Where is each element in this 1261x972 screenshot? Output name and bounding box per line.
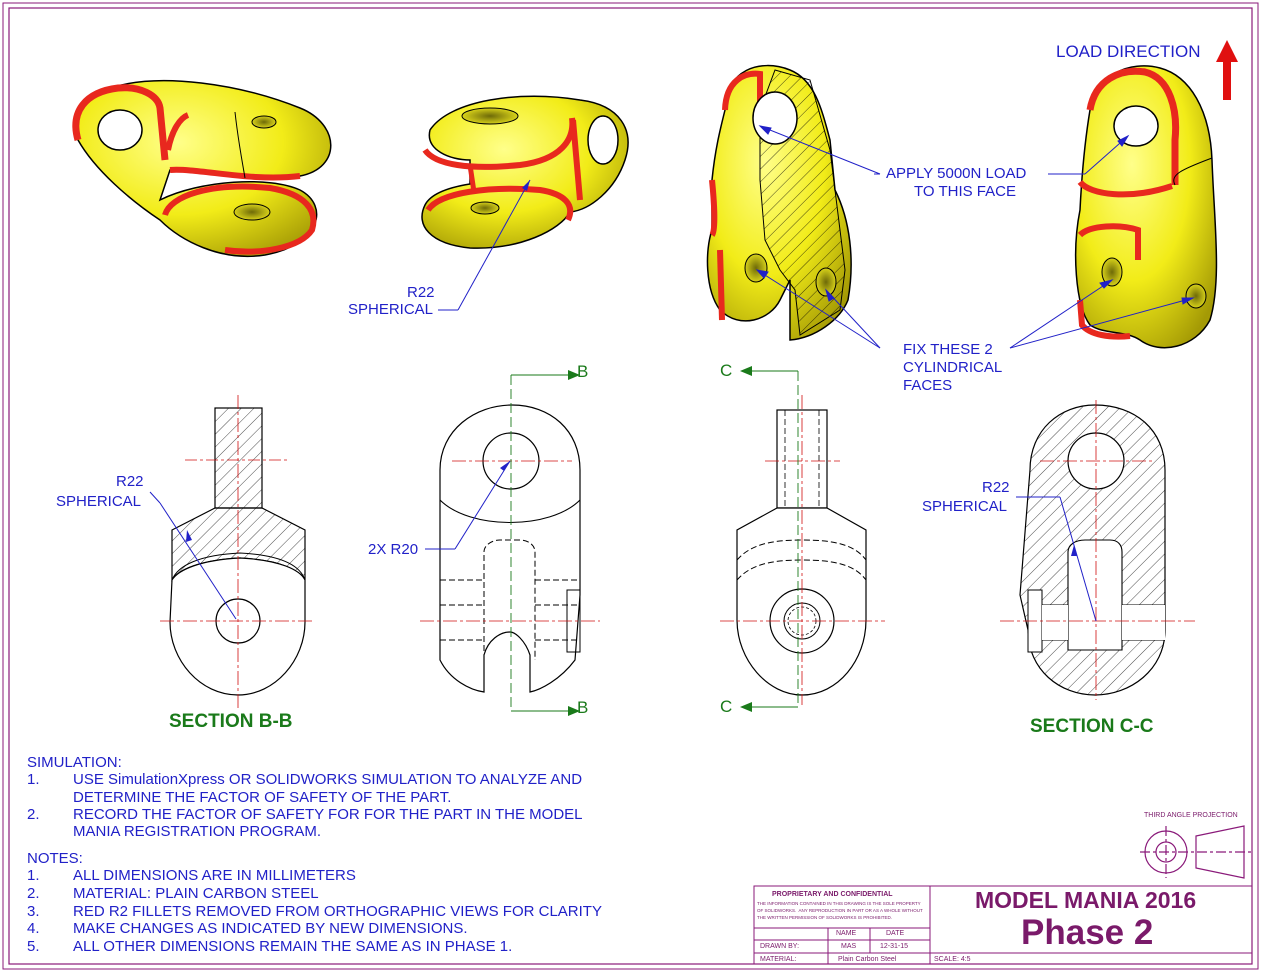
note-4-num: 4. [27,920,40,937]
note-3-text: RED R2 FILLETS REMOVED FROM ORTHOGRAPHIC… [73,903,602,920]
fix-faces-label-line1: FIX THESE 2 [903,341,993,358]
iso-view-4 [1074,65,1218,349]
note-2-num: 2. [27,885,40,902]
name-column-header: NAME [836,930,857,937]
r22-top-label: R22 [407,284,435,301]
section-bb-title: SECTION B-B [169,711,293,732]
simulation-item-1-num: 1. [27,771,40,788]
title-block-frame [753,885,1253,965]
drawn-by-label: DRAWN BY: [760,943,800,950]
proprietary-heading: PROPRIETARY AND CONFIDENTIAL [772,891,893,898]
iso-leaders [755,125,1195,349]
r22-right-label: R22 [982,479,1010,496]
apply-load-label-line2: TO THIS FACE [914,183,1016,200]
disclaimer-line-1: THE INFORMATION CONTAINED IN THIS DRAWIN… [757,901,921,906]
scale-label: SCALE: 4:5 [934,956,971,963]
note-5-text: ALL OTHER DIMENSIONS REMAIN THE SAME AS … [73,938,513,955]
fix-faces-label-line2: CYLINDRICAL [903,359,1003,376]
disclaimer-line-2: OF SOLIDWORKS. ANY REPRODUCTION IN PART … [757,908,923,913]
section-bb-view [149,395,315,708]
simulation-item-1-line1: USE SimulationXpress OR SOLIDWORKS SIMUL… [73,771,583,788]
notes-heading: NOTES: [27,850,83,867]
note-2-text: MATERIAL: PLAIN CARBON STEEL [73,885,319,902]
simulation-item-2-line1: RECORD THE FACTOR OF SAFETY FOR FOR THE … [73,806,583,823]
front-view [420,370,600,716]
disclaimer-line-3: THE WRITTEN PERMISSION OF SOLIDWORKS IS … [757,915,893,920]
inner-border [8,7,1253,965]
simulation-item-2-num: 2. [27,806,40,823]
iso-view-1 [72,79,332,257]
section-b-marker-bottom: B [577,698,589,717]
side-view [720,366,885,712]
simulation-heading: SIMULATION: [27,754,122,771]
spherical-left-label: SPHERICAL [56,493,142,510]
material-value: Plain Carbon Steel [838,956,897,963]
drawing-title: MODEL MANIA 2016 [975,887,1197,913]
drawing-subtitle: Phase 2 [1021,913,1154,952]
projection-label: THIRD ANGLE PROJECTION [1144,812,1238,819]
load-direction-label: LOAD DIRECTION [1056,42,1201,61]
projection-symbol [1140,825,1252,879]
fix-faces-label-line3: FACES [903,377,953,394]
note-5-num: 5. [27,938,40,955]
simulation-item-2-line2: MANIA REGISTRATION PROGRAM. [73,823,322,840]
section-cc-title: SECTION C-C [1030,716,1154,737]
apply-load-label-line1: APPLY 5000N LOAD [886,165,1027,182]
material-label: MATERIAL: [760,956,797,963]
section-cc-view [1000,400,1195,700]
note-1-num: 1. [27,867,40,884]
iso-view-2 [421,95,629,311]
section-c-marker-bottom: C [720,697,733,716]
note-3-num: 3. [27,903,40,920]
drawn-by-name: MAS [841,943,857,950]
spherical-top-label: SPHERICAL [348,301,434,318]
r22-left-label: R22 [116,473,144,490]
note-4-text: MAKE CHANGES AS INDICATED BY NEW DIMENSI… [73,920,468,937]
simulation-item-1-line2: DETERMINE THE FACTOR OF SAFETY OF THE PA… [73,789,452,806]
drawn-by-date: 12-31-15 [880,943,909,950]
r20-label: 2X R20 [368,541,419,558]
load-direction-arrow [1216,40,1238,100]
note-1-text: ALL DIMENSIONS ARE IN MILLIMETERS [73,867,356,884]
date-column-header: DATE [886,930,905,937]
section-c-marker-top: C [720,361,733,380]
section-b-marker-top: B [577,362,589,381]
spherical-right-label: SPHERICAL [922,498,1008,515]
